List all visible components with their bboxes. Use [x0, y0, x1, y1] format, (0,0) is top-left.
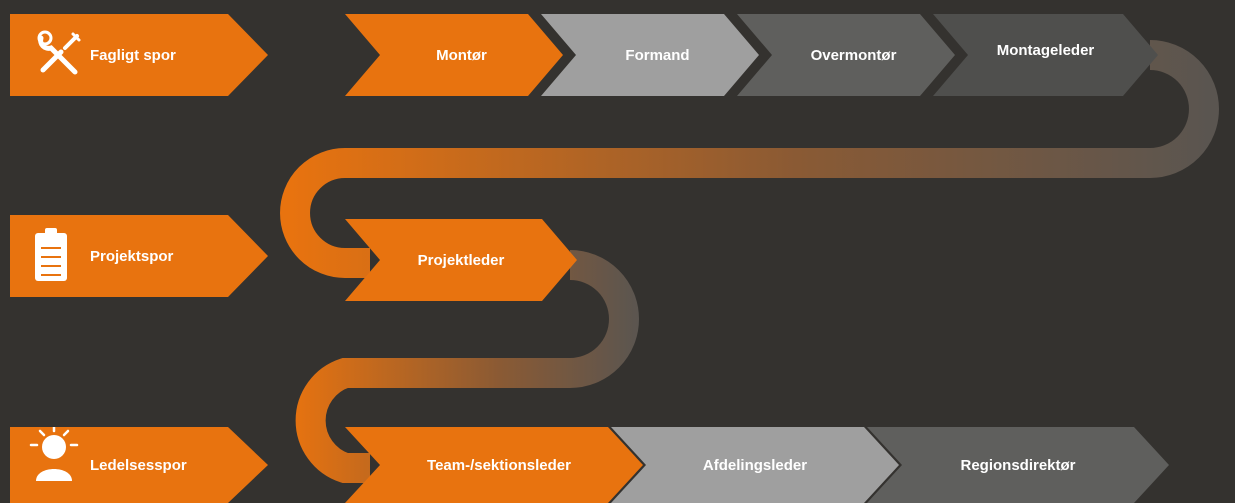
connector-row1-to-row2 — [280, 40, 1219, 278]
track-label: Projektspor — [90, 247, 174, 265]
step-label: Overmontør — [810, 46, 897, 64]
clipboard-icon — [34, 227, 68, 283]
step-label: Regionsdirektør — [960, 456, 1076, 474]
connector-row2-to-row3 — [295, 250, 639, 483]
step-label: Montageleder — [996, 41, 1095, 59]
tools-icon — [35, 30, 83, 78]
step-label: Team-/sektionsleder — [427, 456, 571, 474]
step-label: Projektleder — [417, 251, 505, 269]
step-projektleder: Projektleder — [345, 219, 577, 301]
step-formand: Formand — [541, 14, 759, 96]
step-label: Montør — [436, 46, 487, 64]
track-label: Ledelsesspor — [90, 456, 187, 474]
step-montor: Montør — [345, 14, 563, 96]
step-overmontor: Overmontør — [737, 14, 955, 96]
track-fagligt-spor: Fagligt spor — [10, 14, 268, 96]
track-ledelsesspor: Ledelsesspor — [10, 427, 268, 503]
step-label: Afdelingsleder — [702, 456, 808, 474]
track-label: Fagligt spor — [90, 46, 176, 64]
person-idea-icon — [28, 421, 80, 481]
step-regionsdirektor: Regionsdirektør — [867, 427, 1169, 503]
step-team-sektionsleder: Team-/sektionsleder — [345, 427, 643, 503]
track-projektspor: Projektspor — [10, 215, 268, 297]
step-montageleder: Montageleder — [933, 14, 1158, 96]
step-afdelingsleder: Afdelingsleder — [611, 427, 899, 503]
step-label: Formand — [625, 46, 690, 64]
